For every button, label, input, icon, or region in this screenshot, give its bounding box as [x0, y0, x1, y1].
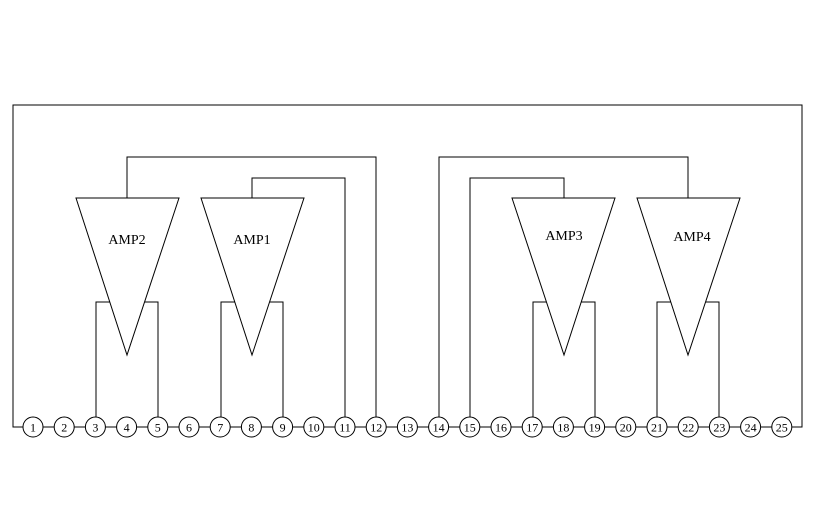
- pin-circle: [428, 416, 450, 438]
- pin-circle: [552, 416, 574, 438]
- pin-circle: [677, 416, 699, 438]
- amp3-triangle: [511, 197, 616, 357]
- pin-3: 3: [84, 416, 106, 438]
- pin-circle: [272, 416, 294, 438]
- pin-label: 17: [526, 421, 538, 435]
- pin-13: 13: [396, 416, 418, 438]
- pin-16: 16: [490, 416, 512, 438]
- pin-label: 2: [61, 421, 67, 435]
- pin-circle: [209, 416, 231, 438]
- pin-label: 22: [682, 421, 694, 435]
- pin-label: 16: [495, 421, 507, 435]
- pin-label: 3: [92, 421, 98, 435]
- pin-label: 25: [776, 421, 788, 435]
- pin-label: 9: [280, 421, 286, 435]
- pin-label: 19: [589, 421, 601, 435]
- amp2-to-pin12-wire: [126, 156, 377, 417]
- pin-circle: [584, 416, 606, 438]
- pin-label: 4: [124, 421, 130, 435]
- amp2-triangle: [75, 197, 180, 357]
- pin-label: 8: [248, 421, 254, 435]
- pin-circle: [84, 416, 106, 438]
- pin-circle: [771, 416, 793, 438]
- amp1-triangle: [200, 197, 305, 357]
- amp1-to-pin11-wire: [251, 177, 346, 417]
- amp3-label: AMP3: [545, 229, 582, 244]
- pin-20: 20: [615, 416, 637, 438]
- pin-circle: [178, 416, 200, 438]
- pin-7: 7: [209, 416, 231, 438]
- pin-23: 23: [708, 416, 730, 438]
- pin-circle: [396, 416, 418, 438]
- pin-18: 18: [552, 416, 574, 438]
- pin-12: 12: [365, 416, 387, 438]
- pin-circle: [521, 416, 543, 438]
- pin-label: 7: [217, 421, 223, 435]
- pin-19: 19: [584, 416, 606, 438]
- pin-2: 2: [53, 416, 75, 438]
- pin-24: 24: [740, 416, 762, 438]
- pin-label: 18: [557, 421, 569, 435]
- pin-circle: [240, 416, 262, 438]
- pin-5: 5: [147, 416, 169, 438]
- pin-label: 10: [308, 421, 320, 435]
- pin-label: 14: [433, 421, 445, 435]
- pin-label: 5: [155, 421, 161, 435]
- pin-circle: [147, 416, 169, 438]
- pin-4: 4: [116, 416, 138, 438]
- pin-label: 12: [370, 421, 382, 435]
- pin-11: 11: [334, 416, 356, 438]
- pin-17: 17: [521, 416, 543, 438]
- pin-label: 24: [745, 421, 757, 435]
- pin-label: 23: [713, 421, 725, 435]
- pin-label: 11: [339, 421, 351, 435]
- pin-6: 6: [178, 416, 200, 438]
- pin-label: 20: [620, 421, 632, 435]
- pin-circle: [53, 416, 75, 438]
- pin-21: 21: [646, 416, 668, 438]
- pin-15: 15: [459, 416, 481, 438]
- pin-label: 21: [651, 421, 663, 435]
- pin-circle: [303, 416, 325, 438]
- pin-circle: [365, 416, 387, 438]
- pin-circle: [490, 416, 512, 438]
- amp4-triangle: [636, 197, 741, 357]
- pin-10: 10: [303, 416, 325, 438]
- pin-label: 6: [186, 421, 192, 435]
- pin-9: 9: [272, 416, 294, 438]
- pin-circle: [615, 416, 637, 438]
- pin-label: 15: [464, 421, 476, 435]
- pin-1: 1: [22, 416, 44, 438]
- pin-22: 22: [677, 416, 699, 438]
- pin-circle: [646, 416, 668, 438]
- pin-circle: [334, 416, 356, 438]
- amp2-label: AMP2: [108, 233, 145, 248]
- amp4-label: AMP4: [673, 230, 710, 245]
- pin-circle: [740, 416, 762, 438]
- amp1-label: AMP1: [233, 233, 270, 248]
- pin-8: 8: [240, 416, 262, 438]
- pin-label: 13: [401, 421, 413, 435]
- pin-circle: [22, 416, 44, 438]
- pin-circle: [116, 416, 138, 438]
- amp3-to-pin15-wire: [469, 177, 565, 417]
- pin-label: 1: [30, 421, 36, 435]
- amp4-to-pin14-wire: [438, 156, 689, 417]
- pin-circle: [459, 416, 481, 438]
- pin-circle: [708, 416, 730, 438]
- pin-25: 25: [771, 416, 793, 438]
- pin-14: 14: [428, 416, 450, 438]
